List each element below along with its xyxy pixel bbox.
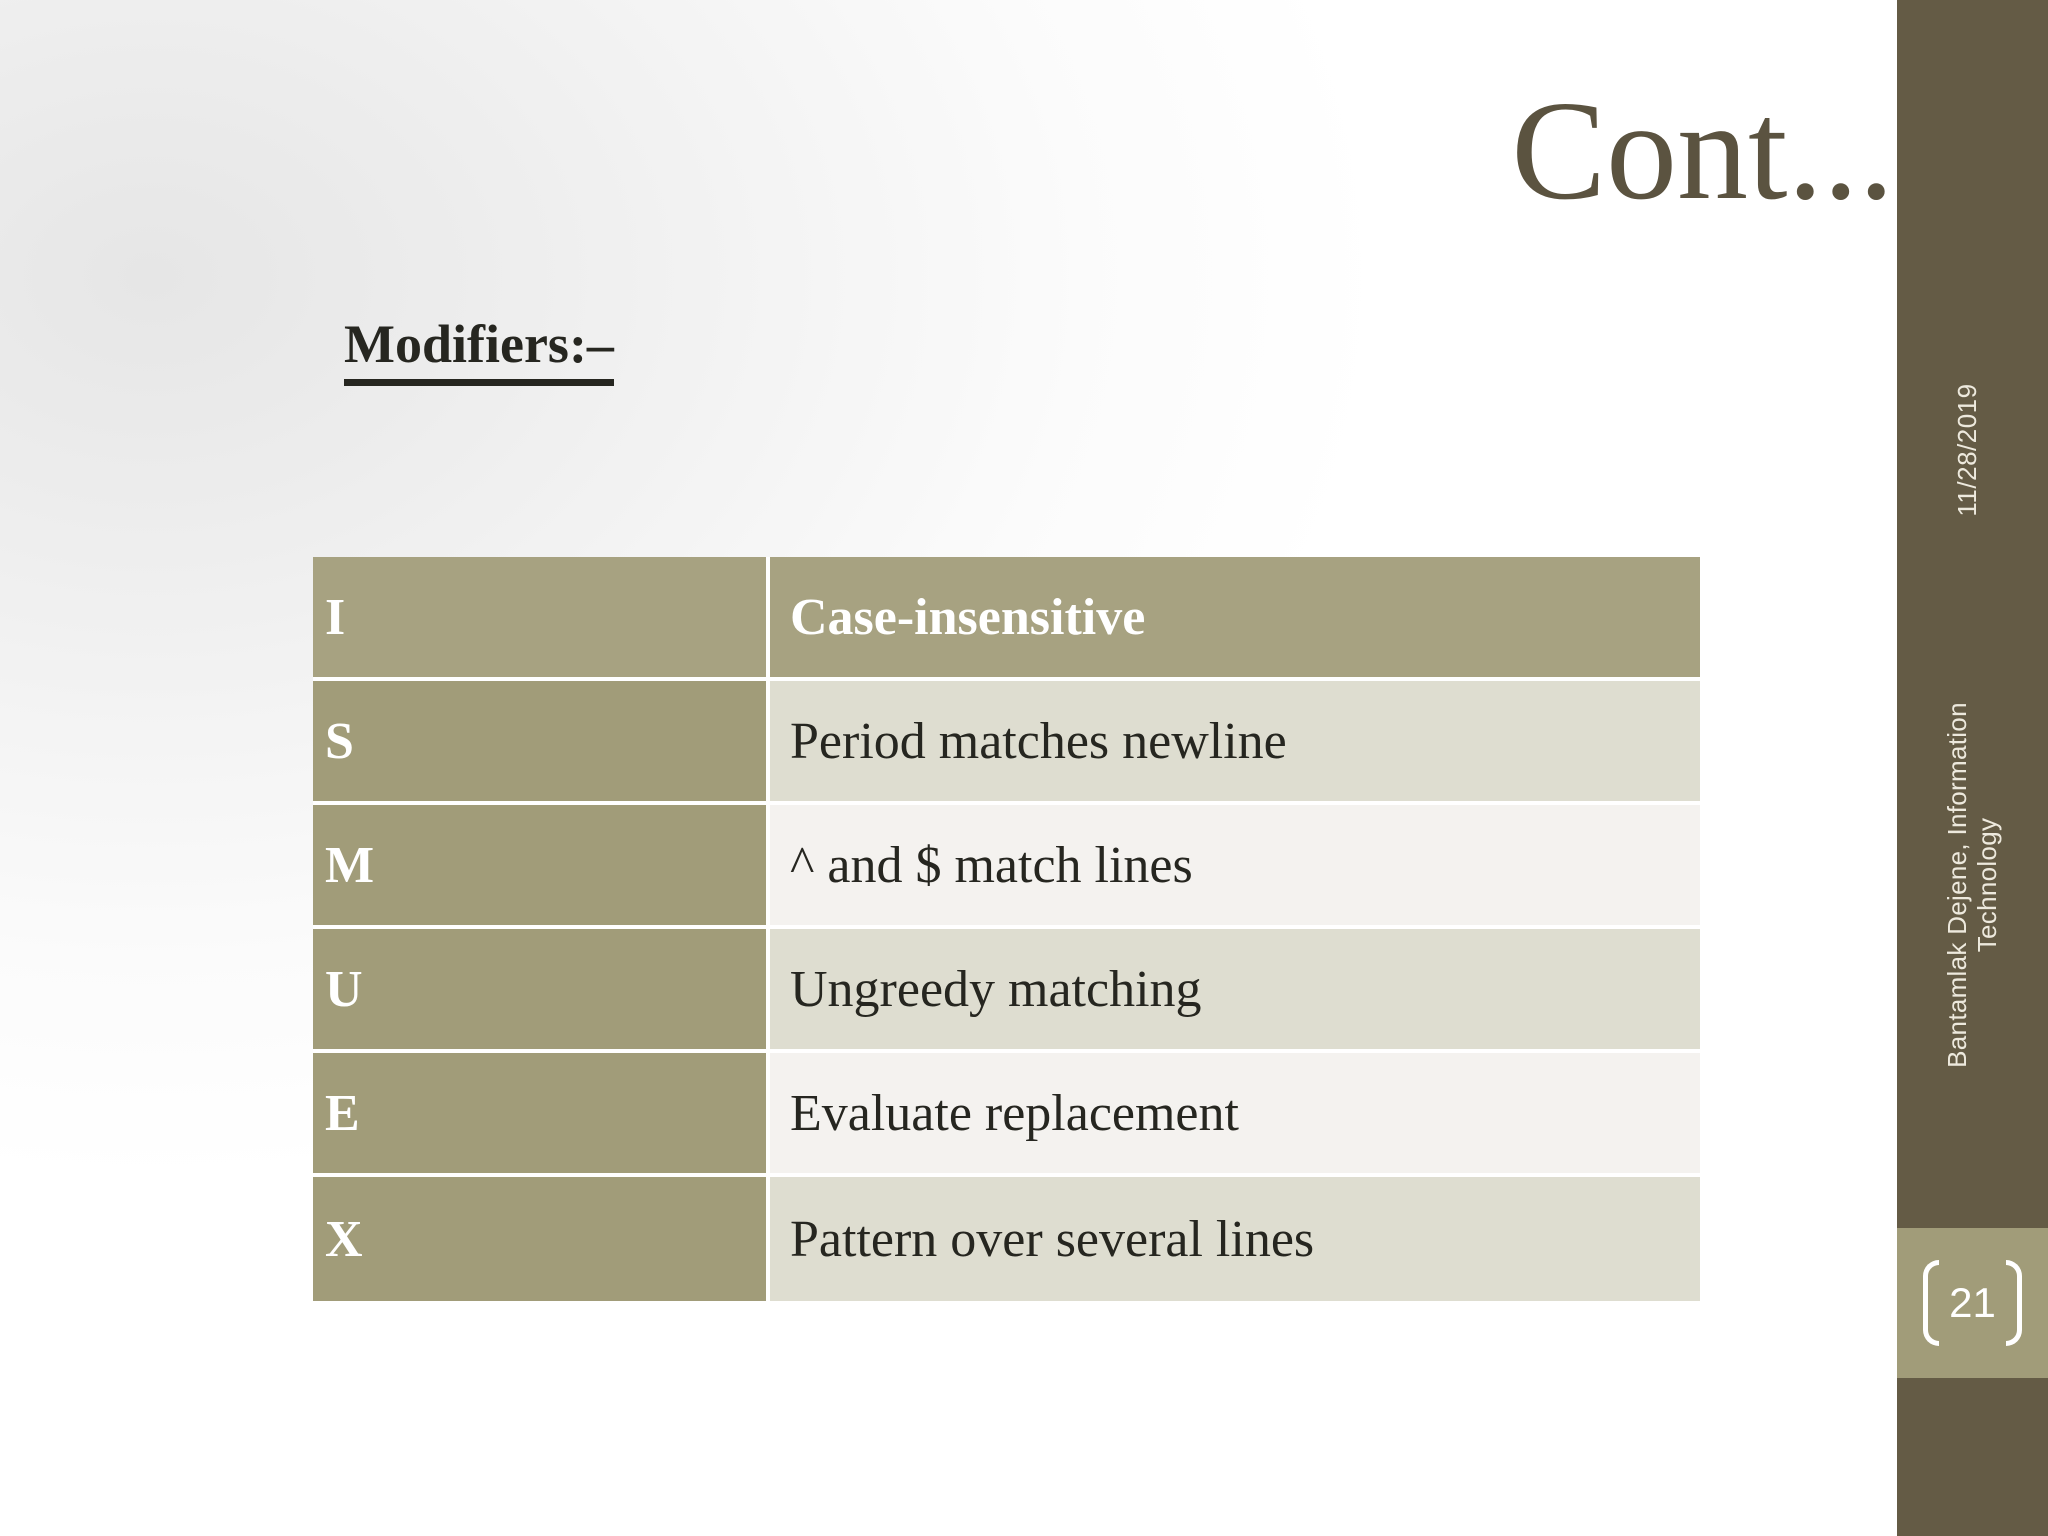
table-cell-value: ^ and $ match lines: [770, 805, 1700, 929]
page-title: Cont...: [1511, 71, 1894, 229]
table-row: X Pattern over several lines: [313, 1177, 1700, 1301]
sidebar-author-line2: Technology: [1972, 817, 2002, 953]
table-header-key: I: [313, 557, 770, 681]
table-cell-value: Ungreedy matching: [770, 929, 1700, 1053]
table-cell-value: Period matches newline: [770, 681, 1700, 805]
table-header-row: I Case-insensitive: [313, 557, 1700, 681]
table-row: M ^ and $ match lines: [313, 805, 1700, 929]
sidebar-author: Bantamlak Dejene, Information Technology: [1932, 645, 2012, 1125]
page-number: 21: [1949, 1279, 1996, 1326]
table-cell-key: S: [313, 681, 770, 805]
table-cell-value: Evaluate replacement: [770, 1053, 1700, 1177]
bracket-right-icon: [2005, 1260, 2022, 1346]
table-cell-key: U: [313, 929, 770, 1053]
bracket-left-icon: [1923, 1260, 1940, 1346]
section-heading: Modifiers:–: [344, 316, 614, 386]
sidebar-author-line1: Bantamlak Dejene, Information: [1941, 702, 1972, 1068]
table-row: U Ungreedy matching: [313, 929, 1700, 1053]
page-number-badge: 21: [1897, 1228, 2048, 1378]
table-cell-key: X: [313, 1177, 770, 1301]
table-cell-value: Pattern over several lines: [770, 1177, 1700, 1301]
modifiers-table: I Case-insensitive S Period matches newl…: [313, 557, 1700, 1301]
table-cell-key: E: [313, 1053, 770, 1177]
table-row: E Evaluate replacement: [313, 1053, 1700, 1177]
title-area: Cont...: [900, 70, 1894, 230]
table-cell-key: M: [313, 805, 770, 929]
sidebar-date: 11/28/2019: [1951, 383, 1982, 517]
table-header-value: Case-insensitive: [770, 557, 1700, 681]
table-row: S Period matches newline: [313, 681, 1700, 805]
